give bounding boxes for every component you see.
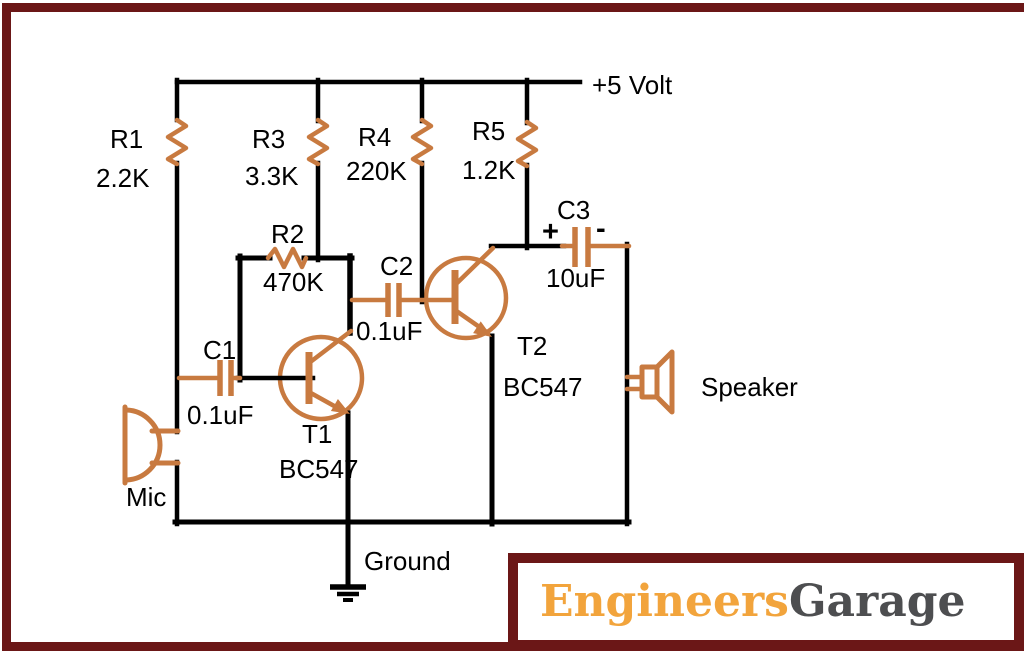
- transistor-bodies: [277, 255, 509, 422]
- resistor-r2-zigzag: [265, 246, 309, 270]
- components: [122, 117, 675, 486]
- t2-ref-label: T2: [517, 331, 547, 361]
- c1-ref-label: C1: [203, 335, 236, 365]
- mic-label: Mic: [126, 482, 166, 512]
- c2-plates: [385, 283, 402, 317]
- mic-symbol: [122, 404, 181, 486]
- r3-value-label: 3.3K: [245, 161, 299, 191]
- t2-collector-diag: [452, 245, 496, 288]
- r2-feedback-loop-wire: [235, 253, 355, 383]
- c3-plus-label: +: [542, 216, 559, 248]
- r1-value-label: 2.2K: [96, 163, 150, 193]
- engineersgarage-logo: EngineersGarage: [508, 553, 1024, 650]
- resistor-r3-zigzag: [306, 117, 330, 167]
- c3-plates: [572, 227, 591, 267]
- c3-value-label: 10uF: [546, 263, 605, 293]
- capacitor-c1: [176, 360, 243, 396]
- r5-ref-label: R5: [472, 116, 505, 146]
- t2-emitter-arrow: [473, 321, 492, 337]
- c1-value-label: 0.1uF: [187, 400, 254, 430]
- resistor-r4-zigzag: [410, 117, 434, 167]
- r4-ref-label: R4: [358, 122, 391, 152]
- transistor-t2: [451, 245, 496, 337]
- resistor-r5-zigzag: [515, 119, 539, 169]
- r3-ref-label: R3: [252, 124, 285, 154]
- ground-label: Ground: [364, 546, 451, 576]
- capacitor-c3: [559, 227, 632, 267]
- logo-wordmark: EngineersGarage: [540, 579, 966, 624]
- wires: [172, 77, 632, 590]
- r1-ref-label: R1: [110, 124, 143, 154]
- t1-ref-label: T1: [302, 419, 332, 449]
- t1-part-label: BC547: [279, 454, 359, 484]
- mic-dome: [122, 407, 163, 483]
- c2-ref-label: C2: [380, 251, 413, 281]
- speaker-label: Speaker: [701, 372, 798, 402]
- t1-emitter-arrow: [330, 398, 350, 414]
- r2-ref-label: R2: [271, 219, 304, 249]
- r2-value-label: 470K: [263, 267, 324, 297]
- labels: +5 Volt R1 2.2K R3 3.3K R4 220K R5 1.2K …: [96, 70, 798, 576]
- c3-minus-label: -: [596, 213, 606, 245]
- capacitor-c2: [349, 283, 457, 317]
- c2-value-label: 0.1uF: [356, 316, 423, 346]
- power-label: +5 Volt: [592, 70, 673, 100]
- r4-value-label: 220K: [346, 156, 407, 186]
- ground-symbol: [330, 584, 366, 602]
- c3-ref-label: C3: [557, 195, 590, 225]
- speaker-driver: [639, 364, 660, 400]
- c1-plates: [217, 360, 234, 396]
- t1-collector-diag: [306, 328, 354, 366]
- logo-text-engineers: Engineers: [540, 575, 789, 627]
- logo-text-garage: Garage: [788, 575, 966, 627]
- t2-part-label: BC547: [503, 372, 583, 402]
- resistor-r1-zigzag: [165, 117, 189, 167]
- r5-value-label: 1.2K: [462, 155, 516, 185]
- speaker-symbol: [624, 349, 675, 415]
- transistor-t1: [305, 328, 354, 415]
